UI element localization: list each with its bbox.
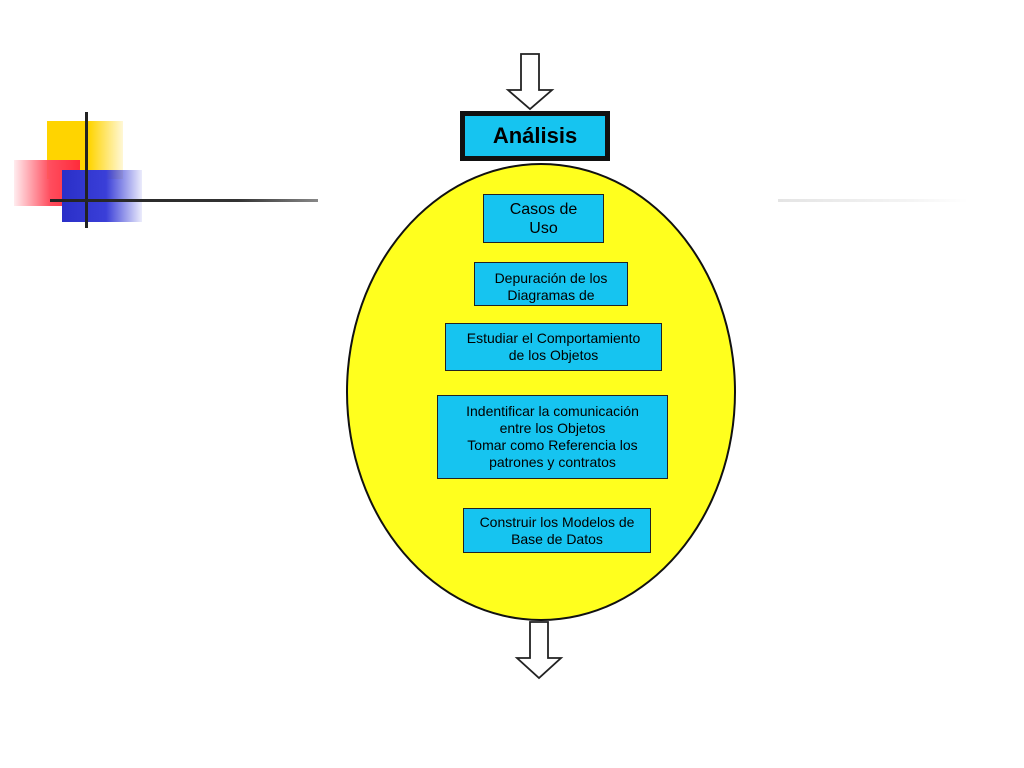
step-box-object-behavior: Estudiar el Comportamiento de los Objeto… bbox=[445, 323, 662, 371]
decorative-horizontal-line bbox=[50, 199, 318, 202]
decorative-blue-square bbox=[62, 170, 142, 222]
incoming-arrow-icon bbox=[505, 53, 555, 111]
step-box-object-communication: Indentificar la comunicación entre los O… bbox=[437, 395, 668, 479]
step-box-use-cases: Casos de Uso bbox=[483, 194, 604, 243]
outgoing-arrow-icon bbox=[514, 621, 564, 680]
analysis-header-box: Análisis bbox=[460, 111, 610, 161]
step-box-diagram-refinement: Depuración de los Diagramas de bbox=[474, 262, 628, 306]
decorative-vertical-line bbox=[85, 112, 88, 228]
step-box-database-models: Construir los Modelos de Base de Datos bbox=[463, 508, 651, 553]
decorative-horizontal-line-right bbox=[778, 199, 968, 202]
